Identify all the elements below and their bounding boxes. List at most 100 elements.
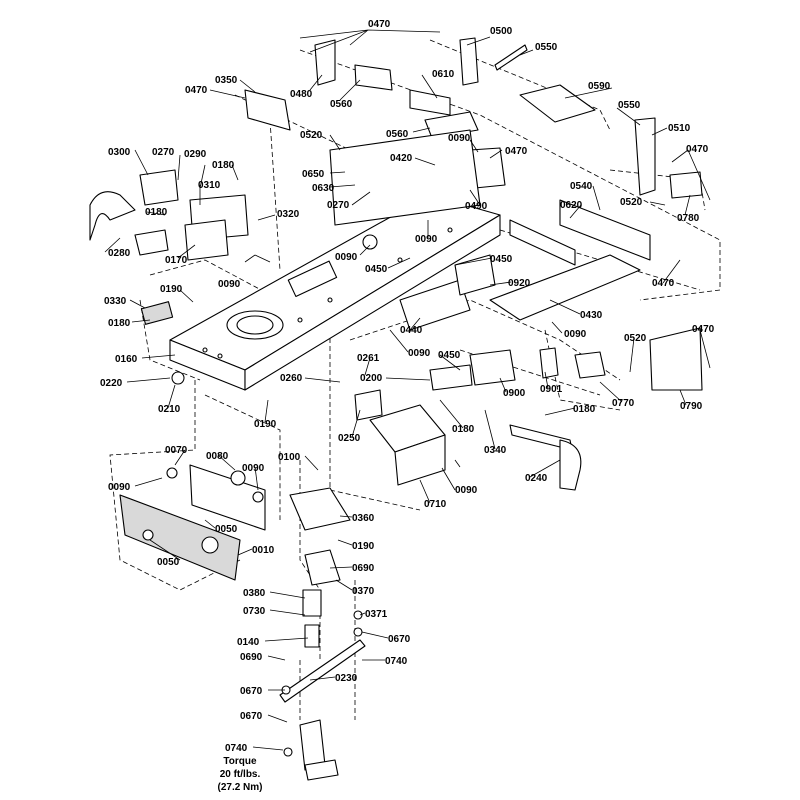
torque-note-value: 20 ft/lbs.: [220, 769, 261, 780]
label-0690-a: 0690: [352, 563, 375, 574]
label-0670-c: 0670: [240, 711, 263, 722]
label-0630: 0630: [312, 183, 335, 194]
label-0510: 0510: [668, 123, 691, 134]
label-0740-a: 0740: [385, 656, 408, 667]
label-0470-right: 0470: [686, 144, 709, 155]
label-0670-b: 0670: [240, 686, 263, 697]
label-0260: 0260: [280, 373, 303, 384]
front-axle-0010: [119, 464, 266, 581]
label-0080: 0080: [206, 451, 229, 462]
label-0200: 0200: [360, 373, 383, 384]
right-rails: [399, 199, 703, 391]
label-0371: 0371: [365, 609, 388, 620]
label-0540: 0540: [570, 181, 593, 192]
label-0740-b: 0740: [225, 743, 248, 754]
label-0270-b: 0270: [327, 200, 350, 211]
label-0470-left: 0470: [185, 85, 208, 96]
label-0370: 0370: [352, 586, 375, 597]
label-0901: 0901: [540, 384, 563, 395]
label-0090-h: 0090: [108, 482, 131, 493]
label-0500: 0500: [490, 26, 513, 37]
label-0490: 0490: [465, 201, 488, 212]
label-0550-top: 0550: [535, 42, 558, 53]
label-0210: 0210: [158, 404, 181, 415]
torque-note-title: Torque: [223, 756, 257, 767]
label-0900: 0900: [503, 388, 526, 399]
label-0450-a: 0450: [365, 264, 388, 275]
label-0010: 0010: [252, 545, 275, 556]
label-0380: 0380: [243, 588, 266, 599]
label-0590: 0590: [588, 81, 611, 92]
label-0770: 0770: [612, 398, 635, 409]
label-0920: 0920: [508, 278, 531, 289]
label-0470-mid: 0470: [505, 146, 528, 157]
label-0090-e: 0090: [564, 329, 587, 340]
label-0450-c: 0450: [438, 350, 461, 361]
label-0560-b: 0560: [386, 129, 409, 140]
label-0670-a: 0670: [388, 634, 411, 645]
label-0780: 0780: [677, 213, 700, 224]
label-0350: 0350: [215, 75, 238, 86]
label-0050-a: 0050: [215, 524, 238, 535]
label-0280: 0280: [108, 248, 131, 259]
label-0620: 0620: [560, 200, 583, 211]
upper-brackets: [244, 37, 703, 226]
label-0560-a: 0560: [330, 99, 353, 110]
label-0090-d: 0090: [218, 279, 241, 290]
label-0160: 0160: [115, 354, 138, 365]
left-components: [89, 169, 249, 385]
label-0090-c: 0090: [335, 252, 358, 263]
center-brackets: [289, 389, 582, 586]
label-0261: 0261: [357, 353, 380, 364]
label-0190-a: 0190: [160, 284, 183, 295]
label-0290: 0290: [184, 149, 207, 160]
label-0470-top: 0470: [368, 19, 391, 30]
label-0230: 0230: [335, 673, 358, 684]
label-0520-b: 0520: [620, 197, 643, 208]
label-0480: 0480: [290, 89, 313, 100]
label-0180-e: 0180: [452, 424, 475, 435]
label-0450-b: 0450: [490, 254, 513, 265]
label-0790: 0790: [680, 401, 703, 412]
leader-lines: [104, 29, 711, 751]
label-0520-c: 0520: [624, 333, 647, 344]
label-0440: 0440: [400, 325, 423, 336]
label-0170: 0170: [165, 255, 188, 266]
label-0180-c: 0180: [108, 318, 131, 329]
torque-note-metric: (27.2 Nm): [217, 782, 262, 793]
label-0140: 0140: [237, 637, 260, 648]
label-0650: 0650: [302, 169, 325, 180]
main-frame-0160: [169, 194, 501, 391]
label-0710: 0710: [424, 499, 447, 510]
label-0330: 0330: [104, 296, 127, 307]
label-0360: 0360: [352, 513, 375, 524]
label-0050-b: 0050: [157, 557, 180, 568]
label-0420: 0420: [390, 153, 413, 164]
label-0090-i: 0090: [455, 485, 478, 496]
steering-linkage-0230: [279, 589, 366, 781]
part-labels: 0470 0500 0550 0590 0350 0470 0480 0560 …: [100, 19, 715, 754]
label-0730: 0730: [243, 606, 266, 617]
label-0300: 0300: [108, 147, 131, 158]
torque-note: Torque 20 ft/lbs. (27.2 Nm): [217, 756, 262, 793]
label-0100: 0100: [278, 452, 301, 463]
label-0190-c: 0190: [352, 541, 375, 552]
label-0090-g: 0090: [242, 463, 265, 474]
label-0180-a: 0180: [212, 160, 235, 171]
label-0340: 0340: [484, 445, 507, 456]
label-0180-b: 0180: [145, 207, 168, 218]
label-0310: 0310: [198, 180, 221, 191]
label-0190-b: 0190: [254, 419, 277, 430]
label-0180-d: 0180: [573, 404, 596, 415]
label-0430: 0430: [580, 310, 603, 321]
label-0250: 0250: [338, 433, 361, 444]
label-0240: 0240: [525, 473, 548, 484]
label-0270-a: 0270: [152, 147, 175, 158]
label-0520-a: 0520: [300, 130, 323, 141]
label-0070: 0070: [165, 445, 188, 456]
label-0690-b: 0690: [240, 652, 263, 663]
label-0550-right: 0550: [618, 100, 641, 111]
label-0220: 0220: [100, 378, 123, 389]
label-0090-a: 0090: [448, 133, 471, 144]
